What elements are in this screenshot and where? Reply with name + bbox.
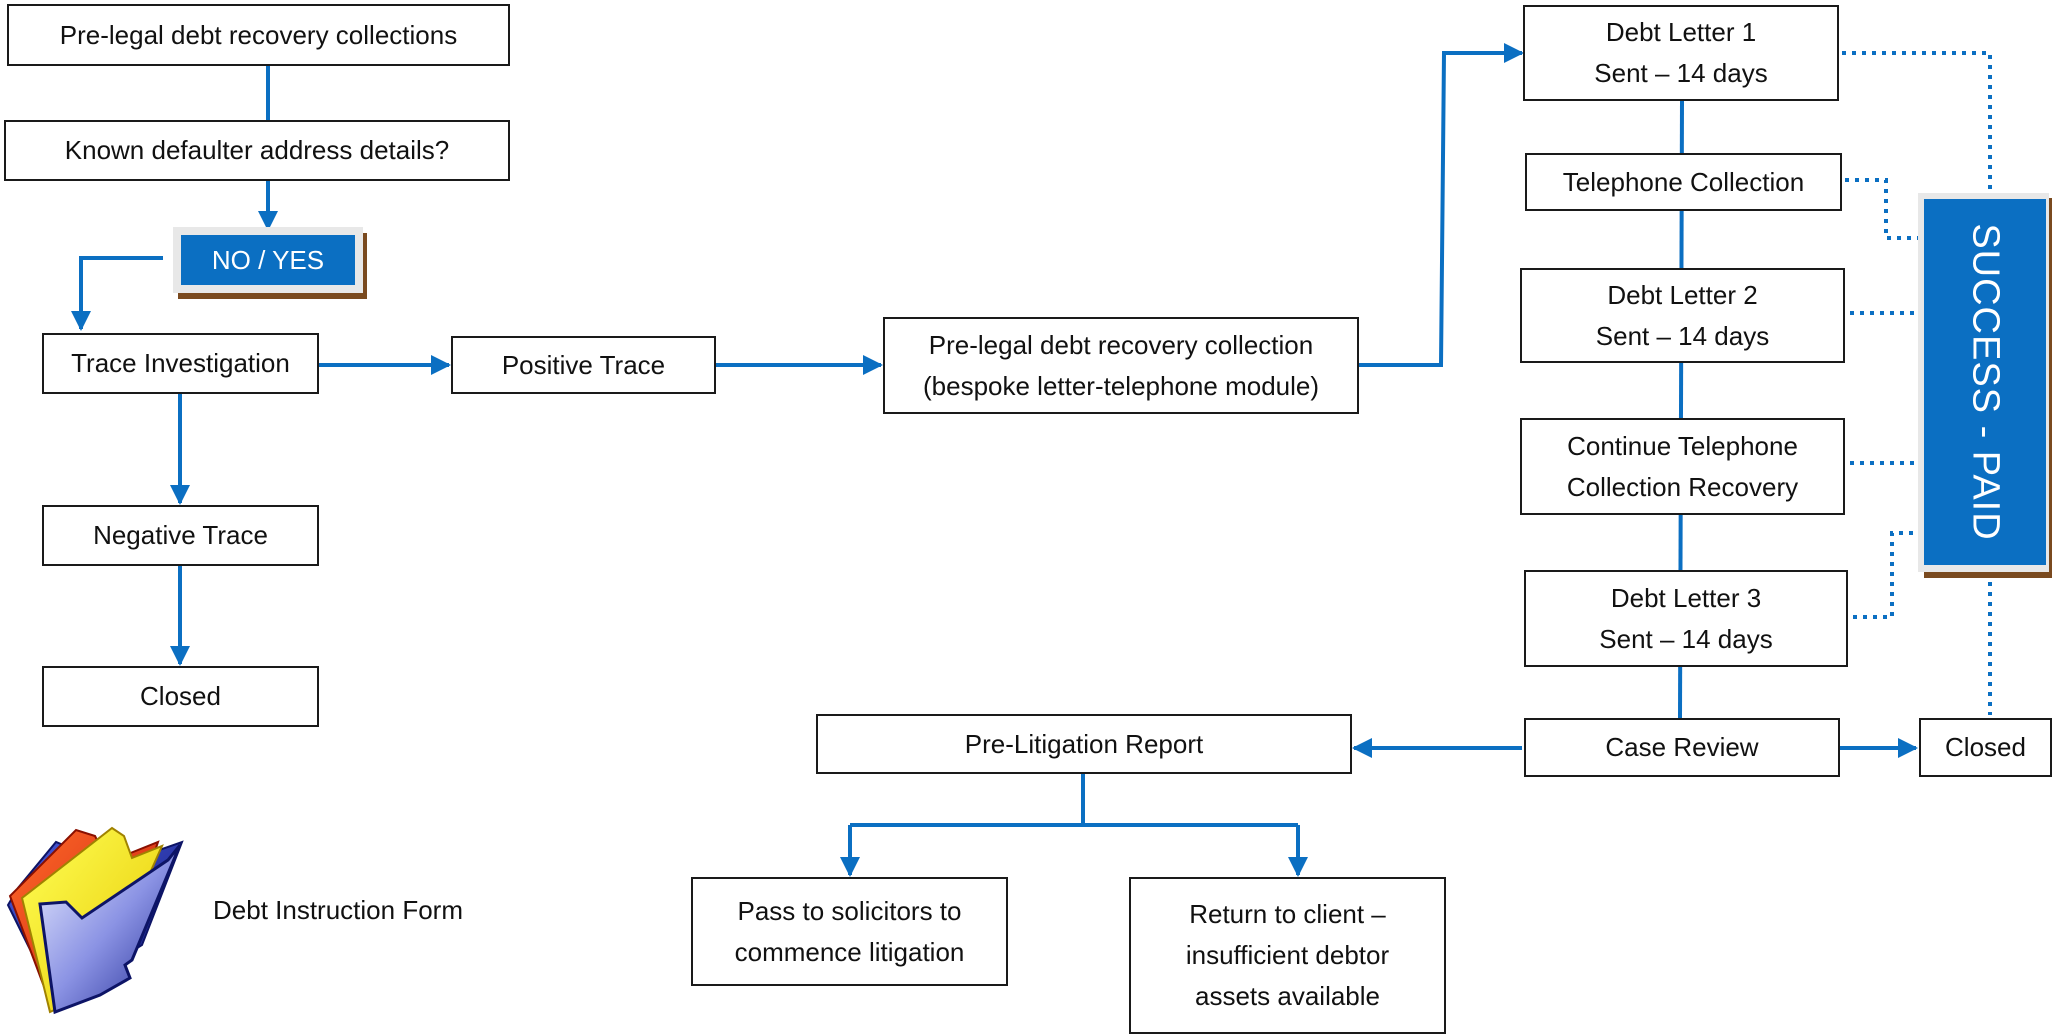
pre-litigation-report-label: Pre-Litigation Report bbox=[964, 728, 1204, 759]
telephone-collection-label: Telephone Collection bbox=[1562, 166, 1805, 197]
dotted-letter-3-to-success bbox=[1853, 531, 1920, 619]
trace-investigation-label: Trace Investigation bbox=[71, 348, 290, 378]
debt-letter-3-title: Debt Letter 3 bbox=[1610, 582, 1762, 613]
positive-trace-box: Positive Trace bbox=[451, 336, 716, 394]
connector-prelegal-to-letter-1 bbox=[1359, 43, 1524, 367]
closed-right-box: Closed bbox=[1919, 718, 2052, 777]
debt-letter-1-sent: Sent – 14 days bbox=[1594, 58, 1768, 88]
prelegal-collection-line-2: (bespoke letter-telephone module) bbox=[922, 370, 1320, 401]
trace-investigation-box: Trace Investigation bbox=[42, 333, 319, 394]
return-to-client-line-1: Return to client – bbox=[1189, 899, 1386, 929]
case-review-label: Case Review bbox=[1605, 732, 1759, 762]
pass-to-solicitors-line-2: commence litigation bbox=[734, 936, 965, 967]
continue-telephone-line-1: Continue Telephone bbox=[1567, 430, 1798, 461]
positive-trace-label: Positive Trace bbox=[501, 349, 666, 380]
case-review-box: Case Review bbox=[1524, 718, 1840, 777]
no-yes-decision-button[interactable]: NO / YES bbox=[181, 235, 355, 285]
pass-to-solicitors-line-1: Pass to solicitors to bbox=[737, 895, 962, 926]
prelegal-collections-label: Pre-legal debt recovery collections bbox=[59, 19, 458, 50]
telephone-collection-box: Telephone Collection bbox=[1525, 153, 1842, 211]
closed-right-label: Closed bbox=[1945, 732, 2026, 762]
success-paid-label: SUCCESS - PAID bbox=[1964, 223, 2007, 541]
dotted-telephone-to-success bbox=[1845, 178, 1918, 240]
no-yes-label: NO / YES bbox=[211, 244, 325, 275]
return-to-client-box: Return to client – insufficient debtor a… bbox=[1129, 877, 1446, 1034]
debt-instruction-form-label: Debt Instruction Form bbox=[213, 895, 463, 925]
debt-letter-1-title: Debt Letter 1 bbox=[1605, 17, 1757, 47]
success-dotted-connectors bbox=[1842, 51, 1992, 715]
return-to-client-line-3: assets available bbox=[1195, 981, 1380, 1011]
continue-telephone-line-2: Collection Recovery bbox=[1566, 471, 1799, 502]
connector-no-yes-to-trace bbox=[71, 256, 163, 331]
debt-letter-3-sent: Sent – 14 days bbox=[1599, 623, 1773, 654]
closed-left-box: Closed bbox=[42, 666, 319, 727]
success-paid-banner: SUCCESS - PAID bbox=[1924, 199, 2046, 565]
folder-stack-icon bbox=[6, 826, 184, 1015]
pre-litigation-report-box: Pre-Litigation Report bbox=[816, 714, 1352, 774]
dotted-letter-1-to-success bbox=[1842, 51, 1992, 196]
continue-telephone-box: Continue Telephone Collection Recovery bbox=[1520, 418, 1845, 515]
prelegal-collection-module-box: Pre-legal debt recovery collection (besp… bbox=[883, 317, 1359, 414]
debt-letter-2-title: Debt Letter 2 bbox=[1607, 279, 1758, 310]
return-to-client-line-2: insufficient debtor bbox=[1185, 940, 1390, 970]
pass-to-solicitors-box: Pass to solicitors to commence litigatio… bbox=[691, 877, 1008, 986]
known-address-label: Known defaulter address details? bbox=[64, 135, 450, 165]
negative-trace-label: Negative Trace bbox=[93, 520, 268, 550]
debt-letter-3-box: Debt Letter 3 Sent – 14 days bbox=[1524, 570, 1848, 667]
known-address-box: Known defaulter address details? bbox=[4, 120, 510, 181]
prelegal-collection-line-1: Pre-legal debt recovery collection bbox=[928, 329, 1314, 360]
prelegal-collections-box: Pre-legal debt recovery collections bbox=[7, 4, 510, 66]
debt-letter-2-sent: Sent – 14 days bbox=[1595, 320, 1770, 351]
debt-letter-2-box: Debt Letter 2 Sent – 14 days bbox=[1520, 268, 1845, 363]
negative-trace-box: Negative Trace bbox=[42, 505, 319, 566]
closed-left-label: Closed bbox=[140, 681, 221, 711]
debt-letter-1-box: Debt Letter 1 Sent – 14 days bbox=[1523, 5, 1839, 101]
connector-report-branch bbox=[850, 774, 1298, 827]
